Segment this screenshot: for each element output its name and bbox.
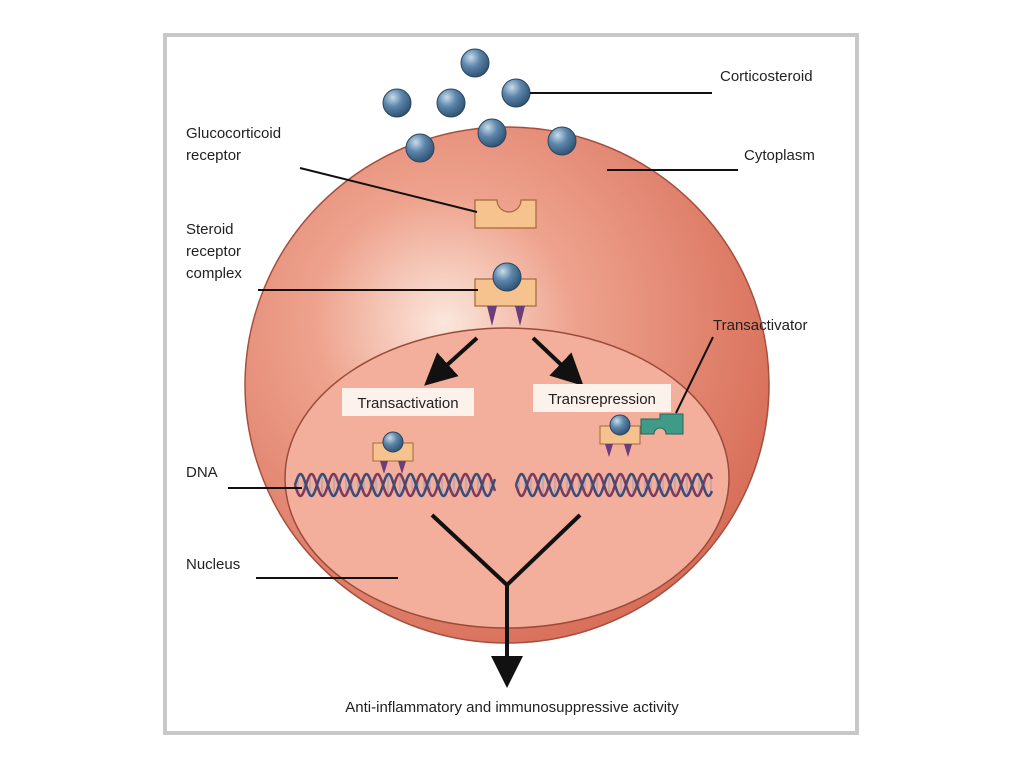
corticosteroid-molecule: [460, 48, 490, 78]
transactivator-shape: [640, 413, 684, 435]
label-transactivator: Transactivator: [713, 317, 807, 334]
label-glucocorticoid-receptor-line1: Glucocorticoid: [186, 125, 281, 142]
label-outcome: Anti-inflammatory and immunosuppressive …: [345, 699, 679, 716]
corticosteroid-molecule: [405, 133, 435, 163]
label-nucleus: Nucleus: [186, 556, 240, 573]
corticosteroid-molecule: [501, 78, 531, 108]
transactivation-complex: [372, 431, 414, 474]
transrepression-label: Transrepression: [548, 391, 656, 408]
dna-strand: [293, 472, 497, 498]
arrow-to-transactivation: [424, 336, 479, 386]
transactivation-label: Transactivation: [357, 395, 458, 412]
steroid-receptor-complex-shape: [474, 262, 537, 326]
transactivation-label-box: [342, 388, 474, 416]
label-glucocorticoid-receptor-line2: receptor: [186, 147, 241, 164]
glucocorticoid-receptor-shape: [474, 199, 537, 229]
corticosteroid-molecules: [382, 48, 577, 163]
leader-transactivator: [675, 336, 714, 414]
arrow-to-transrepression: [531, 336, 584, 387]
label-steroid-receptor-complex-line2: receptor: [186, 243, 241, 260]
corticosteroid-molecule: [436, 88, 466, 118]
label-dna: DNA: [186, 464, 218, 481]
dna-helix-left: [293, 472, 497, 498]
label-cytoplasm: Cytoplasm: [744, 147, 815, 164]
leader-glucocorticoid-receptor: [299, 167, 478, 213]
label-steroid-receptor-complex-line3: complex: [186, 265, 242, 282]
label-corticosteroid: Corticosteroid: [720, 68, 813, 85]
transrepression-label-box: [533, 384, 671, 412]
dna-strand: [514, 472, 714, 498]
label-steroid-receptor-complex-line1: Steroid: [186, 221, 234, 238]
transrepression-complex: [599, 414, 641, 457]
corticosteroid-molecule: [547, 126, 577, 156]
corticosteroid-molecule: [477, 118, 507, 148]
dna-helix-right: [514, 472, 714, 498]
corticosteroid-molecule: [382, 88, 412, 118]
